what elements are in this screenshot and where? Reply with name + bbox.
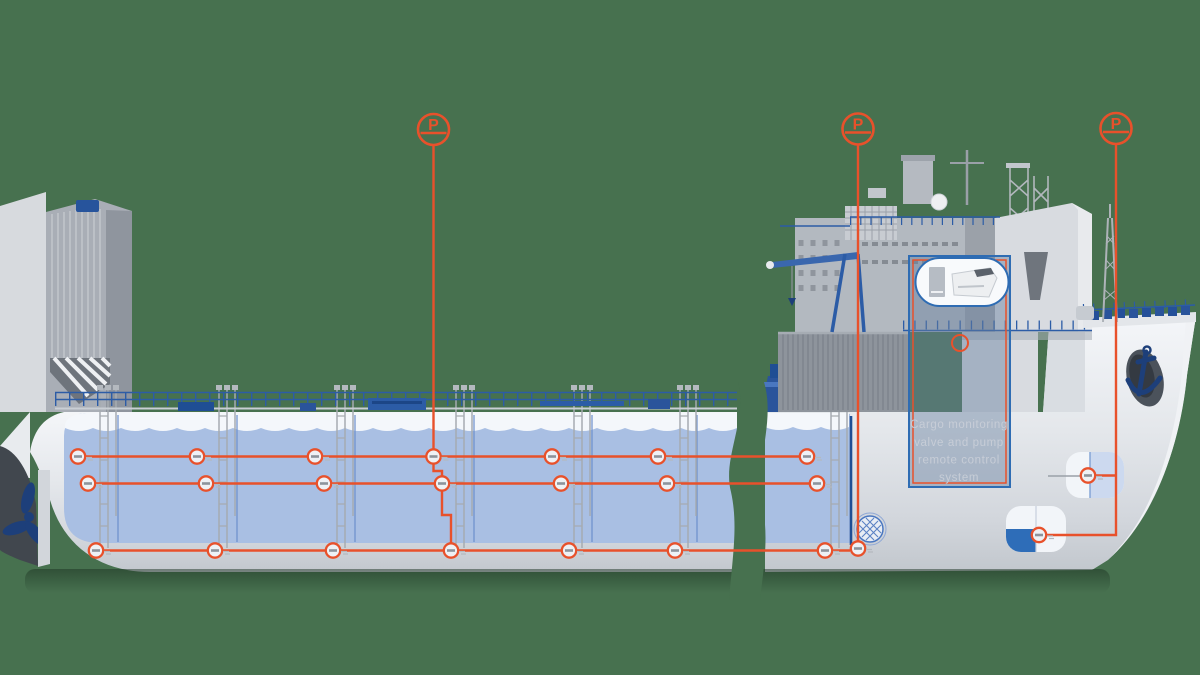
superstructure-railings [780, 216, 1092, 332]
pressure-indicator-icon: P [1099, 111, 1133, 146]
superstructure [766, 150, 1092, 412]
window-rows [798, 240, 958, 300]
forecastle [1076, 204, 1196, 328]
svg-text:Cargo monitoring: Cargo monitoring [910, 419, 1008, 431]
stern-deckhouse [0, 192, 132, 412]
funnel-cap [76, 200, 99, 212]
bow-hull [765, 316, 1196, 572]
stern-arch-shadow [0, 446, 38, 566]
tank-dividers [117, 415, 698, 542]
aft-ship-section [0, 192, 737, 572]
hull-break-gap [729, 382, 768, 600]
radar-dome [930, 193, 948, 211]
crane-towers [1006, 163, 1049, 230]
svg-text:remote control: remote control [918, 455, 1000, 467]
pressure-indicator-icon: P [416, 112, 451, 147]
hose-crane [766, 252, 866, 333]
svg-text:P: P [428, 117, 439, 134]
tank-ullage-space [65, 413, 737, 431]
control-console-illustration [914, 257, 1010, 307]
svg-text:system: system [939, 472, 979, 484]
exhaust-funnel [903, 158, 933, 204]
monitoring-overlay: Cargo monitoring valve and pump remote c… [69, 111, 1133, 560]
pressure-indicator-icon: P [841, 112, 875, 146]
callout-text: Cargo monitoring valve and pump remote c… [910, 419, 1008, 484]
svg-text:valve and pump: valve and pump [914, 437, 1004, 449]
deck-marker-icon [951, 334, 969, 352]
svg-text:P: P [1111, 116, 1122, 133]
deck-machinery [178, 398, 670, 411]
cargo-tank-liquid [64, 413, 737, 543]
winch-drum [1076, 306, 1094, 320]
hull-shadow [25, 569, 1110, 593]
mooring-bitts [1090, 306, 1190, 320]
svg-text:P: P [853, 117, 864, 134]
fore-cargo-tank [765, 414, 850, 543]
signal-mast [950, 150, 984, 205]
anchor [1125, 345, 1164, 407]
